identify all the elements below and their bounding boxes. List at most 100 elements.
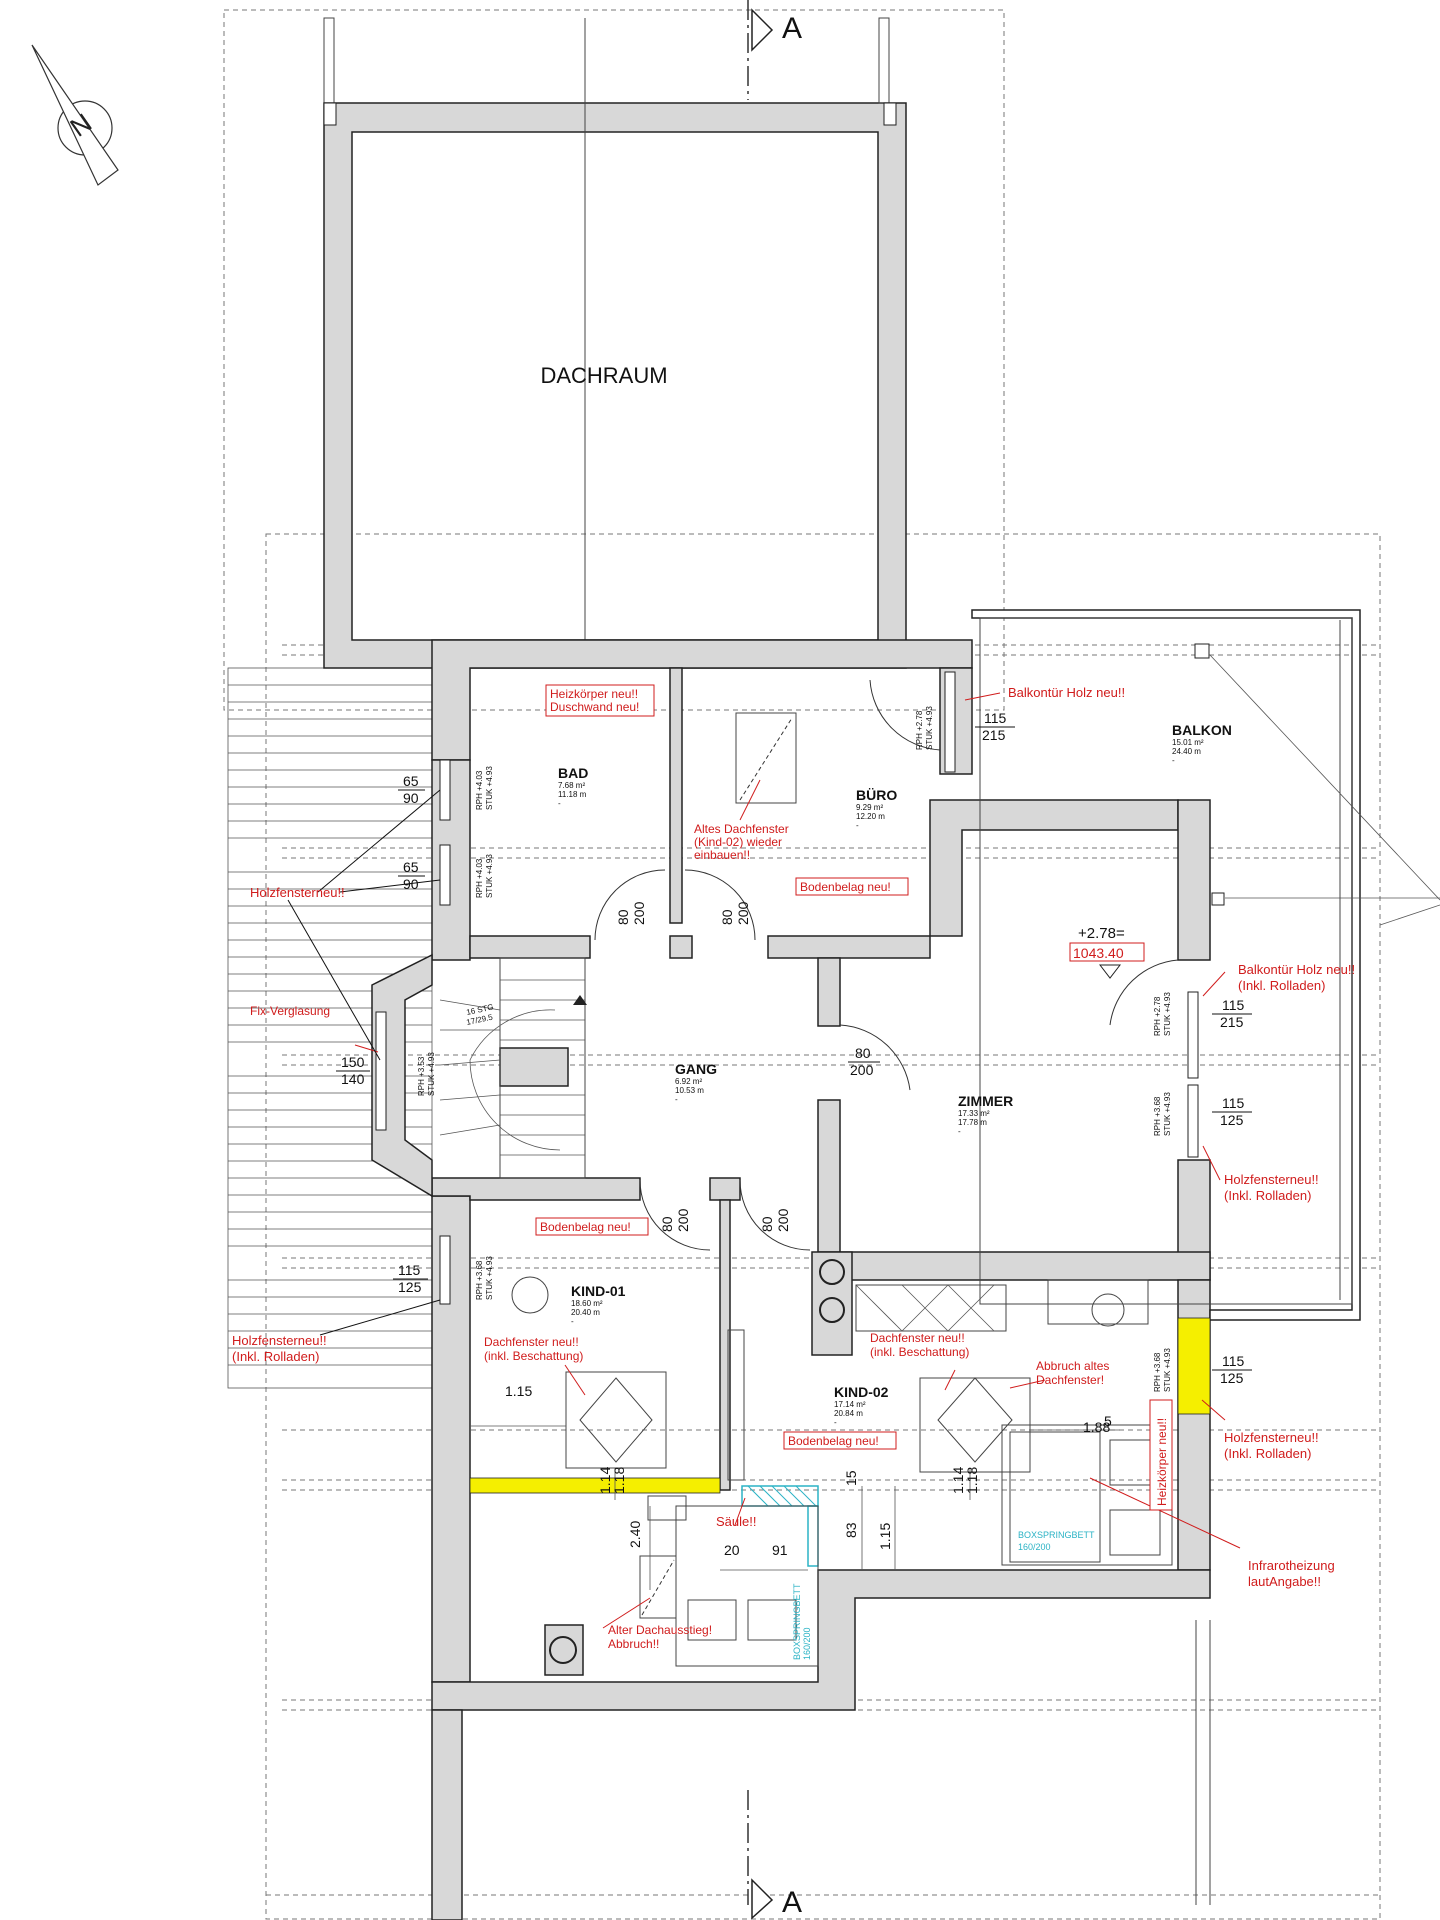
- note-abbruch-1: Abbruch altes: [1036, 1359, 1109, 1373]
- room-perimeter-kind01: 20.40 m: [571, 1308, 600, 1317]
- tag-box-bodenbelag-kind02: [783, 1431, 897, 1450]
- dim-w-bad2-bot: 90: [403, 876, 419, 892]
- dim-w-fix-top: 150: [341, 1054, 365, 1070]
- dim-w-zim2-top: 115: [1222, 1095, 1245, 1111]
- highlight-wall-kind01: [469, 1477, 721, 1494]
- dimension-lines: [470, 1425, 1120, 1590]
- sill-bad1-a: RPH +4.03: [475, 770, 484, 810]
- room-area-kind01: 18.60 m²: [571, 1299, 603, 1308]
- room-name-bad: BAD: [558, 765, 588, 781]
- dim-m-91: 91: [772, 1542, 788, 1558]
- tag-box-heizkoerper: [545, 684, 655, 717]
- dim-w-bad1-bot: 90: [403, 790, 419, 806]
- room-name-balkon: BALKON: [1172, 722, 1232, 738]
- furniture-boxspring-a-1: BOXSPRINGBETT: [792, 1583, 802, 1660]
- note-alter-dachausstieg-2: Abbruch!!: [608, 1637, 659, 1651]
- note-holzfenster-kind01-1: Holzfensterneu!!: [232, 1333, 327, 1348]
- room-area-zimmer: 17.33 m²: [958, 1109, 990, 1118]
- sill-k02-a: RPH +3.68: [1153, 1352, 1162, 1392]
- sill-k01-a: RPH +3.68: [475, 1260, 484, 1300]
- sill-buero-b: STUK +4.93: [925, 706, 934, 750]
- room-dash-balkon: -: [1172, 756, 1175, 765]
- cyan-column: [741, 1485, 819, 1567]
- note-bodenbelag-kind02: Bodenbelag neu!: [788, 1434, 879, 1448]
- dim-w-zim2-bot: 125: [1220, 1112, 1244, 1128]
- dim-m-115b: 1.15: [877, 1523, 893, 1550]
- level-box: [1069, 942, 1145, 962]
- dim-w-zim1-top: 115: [1222, 997, 1245, 1013]
- dim-d-bad-bot: 200: [631, 901, 647, 925]
- main-walls: [371, 639, 1211, 1920]
- dim-w-buero-top: 115: [984, 710, 1007, 726]
- note-dachfenster-k02-2: (inkl. Beschattung): [870, 1345, 969, 1359]
- dim-d-k01-top: 80: [659, 1216, 675, 1232]
- dim-m-83: 83: [843, 1522, 859, 1538]
- highlight-wall-kind02: [1177, 1317, 1211, 1415]
- room-dash-gang: -: [675, 1095, 678, 1104]
- sill-zim2-b: STUK +4.93: [1163, 1092, 1172, 1136]
- doors: [594, 679, 1179, 1251]
- room-area-gang: 6.92 m²: [675, 1077, 702, 1086]
- dim-d-k02-bot: 200: [775, 1208, 791, 1232]
- sill-buero-a: RPH +2.78: [915, 710, 924, 750]
- sill-k02-b: STUK +4.93: [1163, 1348, 1172, 1392]
- dim-d-buero-bot: 200: [735, 901, 751, 925]
- sill-k01-b: STUK +4.93: [485, 1256, 494, 1300]
- note-balkontuer-holz: Balkontür Holz neu!!: [1008, 685, 1125, 700]
- annotation-leaders: [354, 692, 1241, 1629]
- sill-zim1-b: STUK +4.93: [1163, 992, 1172, 1036]
- sill-bad1-b: STUK +4.93: [485, 766, 494, 810]
- note-altes-dachfenster-1: Altes Dachfenster: [694, 822, 789, 836]
- dim-w-k01-top: 115: [398, 1262, 421, 1278]
- sill-zim2-a: RPH +3.68: [1153, 1096, 1162, 1136]
- windows: [375, 671, 1199, 1411]
- level-value: 1043.40: [1073, 945, 1124, 961]
- note-holzfenster-kind01-2: (Inkl. Rolladen): [232, 1349, 319, 1364]
- north-arrow-icon: N: [31, 44, 119, 186]
- balcony: [971, 609, 1440, 1321]
- furniture-boxspring-a-2: 160/200: [802, 1627, 812, 1660]
- room-area-bad: 7.68 m²: [558, 781, 585, 790]
- note-bodenbelag-buero: Bodenbelag neu!: [800, 880, 891, 894]
- note-heizkoerper-2: Duschwand neu!: [550, 700, 639, 714]
- dim-m-114a: 1.14: [597, 1467, 613, 1494]
- dim-m-115a: 1.15: [505, 1383, 532, 1399]
- room-area-kind02: 17.14 m²: [834, 1400, 866, 1409]
- room-perimeter-zimmer: 17.78 m: [958, 1118, 987, 1127]
- note-holzfenster-kind02-2: (Inkl. Rolladen): [1224, 1446, 1311, 1461]
- dim-m-15: 15: [843, 1470, 859, 1486]
- room-dash-kind01: -: [571, 1317, 574, 1326]
- note-dachfenster-k02-1: Dachfenster neu!!: [870, 1331, 965, 1345]
- sill-bad2-a: RPH +4.03: [475, 858, 484, 898]
- note-bodenbelag-gang: Bodenbelag neu!: [540, 1220, 631, 1234]
- section-arrow-bottom-icon: [751, 1878, 774, 1920]
- note-balkontuer-rolladen-2: (Inkl. Rolladen): [1238, 978, 1325, 993]
- dim-m-114b: 1.14: [950, 1467, 966, 1494]
- dim-w-buero-bot: 215: [982, 727, 1006, 743]
- sill-zim1-a: RPH +2.78: [1153, 996, 1162, 1036]
- tag-box-bodenbelag-buero: [795, 877, 909, 896]
- room-name-gang: GANG: [675, 1061, 717, 1077]
- furniture-boxspring-b-2: 160/200: [1018, 1542, 1051, 1552]
- dim-d-buero-top: 80: [719, 909, 735, 925]
- room-perimeter-balkon: 24.40 m: [1172, 747, 1201, 756]
- note-infrarot-1: Infrarotheizung: [1248, 1558, 1335, 1573]
- note-abbruch-2: Dachfenster!: [1036, 1373, 1104, 1387]
- note-holzfenster-zimmer-1: Holzfensterneu!!: [1224, 1172, 1319, 1187]
- sill-fix-a: RPH +3.53: [417, 1056, 426, 1096]
- room-perimeter-buero: 12.20 m: [856, 812, 885, 821]
- section-mark-top: A: [782, 12, 802, 45]
- staircase: [439, 957, 587, 1179]
- note-heizkoerper-1: Heizkörper neu!!: [550, 687, 638, 701]
- dim-w-bad2-top: 65: [403, 859, 419, 875]
- dim-w-k01-bot: 125: [398, 1279, 422, 1295]
- room-name-dachraum: DACHRAUM: [540, 363, 667, 388]
- note-dachfenster-k01-1: Dachfenster neu!!: [484, 1335, 579, 1349]
- note-alter-dachausstieg-1: Alter Dachausstieg!: [608, 1623, 712, 1637]
- note-holzfenster-zimmer-2: (Inkl. Rolladen): [1224, 1188, 1311, 1203]
- room-perimeter-kind02: 20.84 m: [834, 1409, 863, 1418]
- dim-d-k02-top: 80: [759, 1216, 775, 1232]
- room-name-buero: BÜRO: [856, 787, 897, 803]
- dim-w-zim1-bot: 215: [1220, 1014, 1244, 1030]
